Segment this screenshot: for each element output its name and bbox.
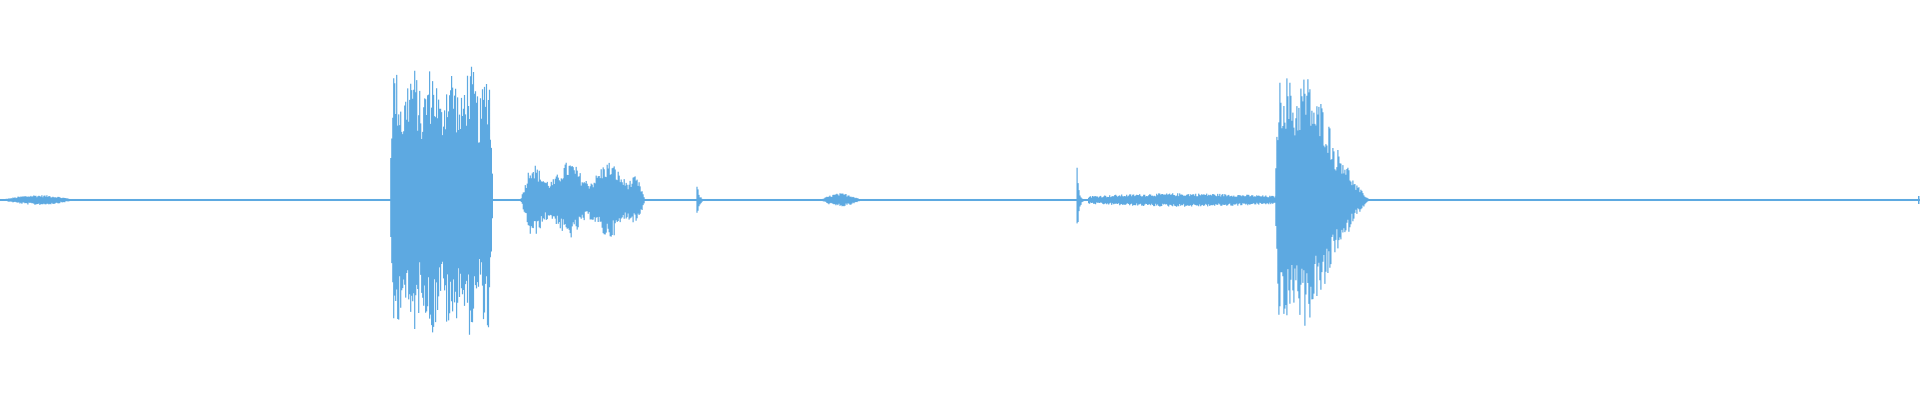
noise-tail: [1088, 193, 1278, 207]
speech-burst-2-trace: [520, 162, 645, 238]
waveform-end-marker: [1918, 196, 1920, 204]
speech-burst-3: [1275, 78, 1371, 326]
speech-burst-1: [390, 66, 493, 335]
click-2: [1076, 167, 1090, 224]
blip-1-trace: [820, 193, 862, 207]
waveform-baseline: [0, 198, 1920, 202]
blip-1: [820, 193, 862, 207]
speech-burst-3-trace: [1275, 78, 1371, 326]
click-1-trace: [696, 186, 710, 213]
speech-burst-1-trace: [390, 66, 493, 335]
noise-burst-start: [0, 195, 77, 205]
noise-tail-trace: [1088, 193, 1278, 207]
click-2-trace: [1076, 167, 1090, 224]
click-1: [696, 186, 710, 213]
noise-burst-start-trace: [0, 195, 77, 205]
speech-burst-2: [520, 162, 645, 238]
